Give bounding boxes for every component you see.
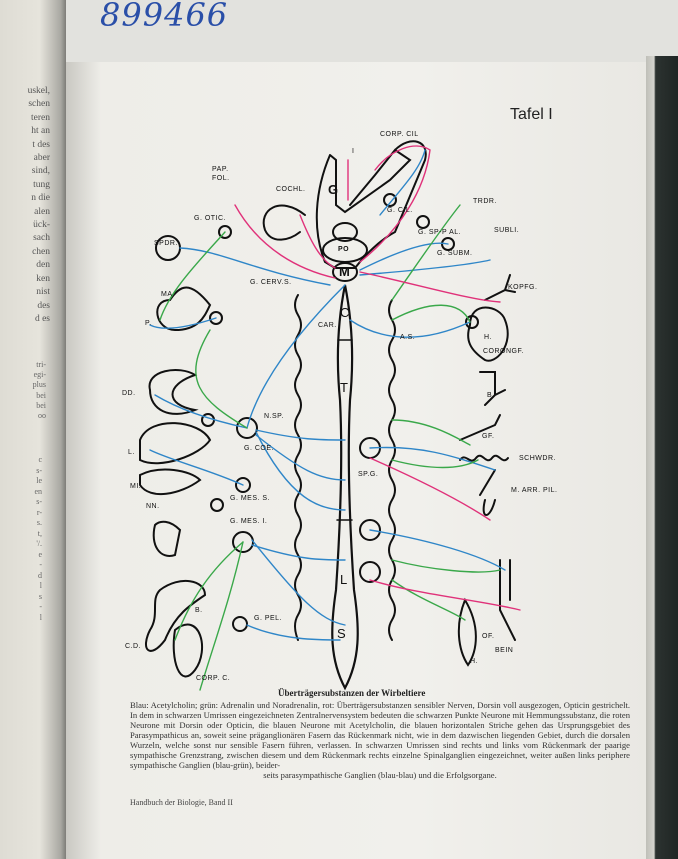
label-g-sp-pal: G. SP-P AL.	[418, 229, 462, 236]
label-l-left: L.	[128, 449, 135, 456]
organ-liver	[139, 422, 212, 465]
page-footer: Handbuch der Biologie, Band II	[130, 798, 233, 807]
spinal-ganglion-2	[359, 519, 381, 541]
label-sp-g: SP.G.	[358, 471, 379, 478]
plate-title: Tafel I	[510, 106, 553, 123]
caption: Blau: Acetylcholin; grün: Adrenalin und …	[130, 700, 630, 780]
organ-bladder	[172, 623, 204, 678]
left-page-footnote: tri- egi- plus bei bei oo	[32, 360, 46, 421]
handwritten-number: 899466	[100, 0, 229, 34]
label-car: CAR.	[318, 322, 337, 329]
organ-bowel	[145, 579, 207, 652]
label-a-s: A.S.	[400, 334, 416, 341]
label-g-coe: G. COE.	[244, 445, 274, 452]
blue-fibers	[149, 149, 506, 641]
label-subli: SUBLI.	[494, 227, 520, 234]
red-fibers	[234, 145, 521, 611]
ganglion-mes-s	[235, 477, 251, 493]
label-m-arr-pil: M. ARR. PIL.	[511, 487, 558, 494]
label-g-cerv-s: G. CERV.S.	[250, 279, 292, 286]
label-c-d: C.D.	[125, 643, 141, 650]
label-h2: H.	[470, 658, 478, 665]
book-cover-edge	[646, 56, 678, 859]
organ-heart	[467, 306, 509, 362]
sympathetic-chain-left	[294, 294, 302, 641]
background	[66, 0, 678, 64]
label-roman-i: I	[352, 148, 355, 155]
ganglion-coeliacum	[236, 417, 258, 439]
organ-sweat-gland	[459, 454, 509, 462]
label-trdr: TRDR.	[473, 198, 497, 205]
ganglion-left-p	[209, 311, 223, 325]
ganglion-otic	[218, 225, 232, 239]
label-m: M	[339, 264, 351, 279]
ganglion-subm	[441, 237, 455, 251]
label-g-otic: G. OTIC.	[194, 215, 226, 222]
midbrain	[332, 222, 358, 242]
caption-title: Überträgersubstanzen der Wirbeltiere	[278, 688, 426, 698]
left-page-text: uskel, schen teren ht an t des aber sind…	[27, 86, 50, 324]
label-of: OF.	[482, 633, 495, 640]
label-bein: BEIN	[495, 647, 514, 654]
organ-bronchi	[479, 371, 506, 406]
label-c: C	[340, 305, 350, 320]
label-fol: FOL.	[212, 175, 230, 182]
label-g: G	[328, 182, 339, 197]
label-h: H.	[484, 334, 492, 341]
organ-kidney	[152, 520, 182, 557]
label-schwdr: SCHWDR.	[519, 455, 556, 462]
organ-spleen	[139, 468, 202, 496]
label-corp-c: CORP. C.	[196, 675, 231, 682]
caption-last-line: seits parasympathische Ganglien (blau-bl…	[263, 770, 497, 780]
label-b-right: B.	[487, 392, 495, 399]
label-pap: PAP.	[212, 166, 229, 173]
label-corp-cil: CORP. CIL	[380, 131, 419, 138]
organ-hair-muscle	[479, 469, 496, 516]
label-t: T	[340, 380, 349, 395]
label-ma: MA.	[161, 291, 175, 298]
label-p: P.	[145, 320, 152, 327]
label-n-sp: N.SP.	[264, 413, 284, 420]
brain-outline	[315, 140, 427, 269]
caption-body: Blau: Acetylcholin; grün: Adrenalin und …	[130, 700, 630, 770]
organ-vessel-head	[484, 274, 516, 301]
label-gf: GF.	[482, 433, 495, 440]
label-g-mes-s: G. MES. S.	[230, 495, 271, 502]
label-g-cil: G. CIL.	[387, 207, 413, 214]
left-page-text-lower: c s- le en s- r- s. t, '/. e - d l s - l	[34, 455, 42, 622]
spinal-cord	[331, 284, 359, 691]
ganglion-ciliare	[383, 193, 397, 207]
label-cochl: COCHL.	[276, 186, 306, 193]
left-page: uskel, schen teren ht an t des aber sind…	[0, 0, 66, 859]
organ-leg-muscle	[457, 597, 477, 667]
label-corongf: CORONGF.	[483, 348, 524, 355]
label-l: L	[340, 572, 348, 587]
label-dd: DD.	[122, 390, 136, 397]
cochlea	[262, 204, 306, 241]
organ-blood-vessel	[459, 414, 501, 441]
label-nn: NN.	[146, 503, 160, 510]
label-b-left: B.	[195, 607, 203, 614]
label-spdr: SPDR.	[154, 240, 178, 247]
organ-duodenum	[148, 369, 199, 415]
label-s: S	[337, 626, 347, 641]
medulla	[332, 262, 358, 282]
green-fibers	[159, 204, 501, 691]
right-page	[66, 62, 648, 859]
label-kopfg: KOPFG.	[508, 284, 538, 291]
label-g-mes-i: G. MES. I.	[230, 518, 268, 525]
label-mi: MI.	[130, 483, 142, 490]
ganglion-pel	[232, 616, 248, 632]
label-g-subm: G. SUBM.	[437, 250, 473, 257]
sympathetic-chain-right	[388, 299, 396, 641]
ganglion-sp-pal	[416, 215, 430, 229]
organ-leg-vessel	[499, 559, 516, 641]
label-g-pel: G. PEL.	[254, 615, 283, 622]
label-po: PO	[338, 246, 350, 253]
ganglion-nn	[210, 498, 224, 512]
spinal-ganglion-3	[359, 561, 381, 583]
